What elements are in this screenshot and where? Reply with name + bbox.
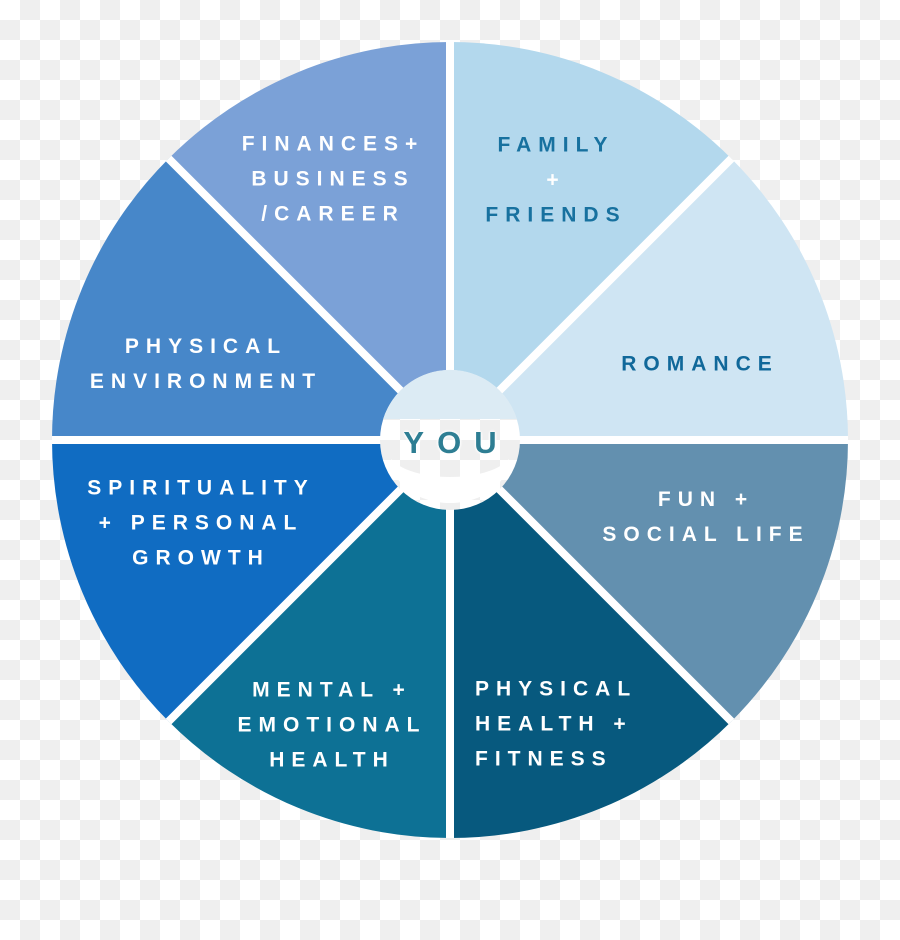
label-line: FINANCES+ (241, 132, 425, 156)
label-line: GROWTH (132, 546, 270, 570)
label-line: HEALTH (269, 748, 395, 772)
sector-label-spirituality-personal-growth: SPIRITUALITY + PERSONAL GROWTH (87, 471, 315, 576)
label-line: PHYSICAL (124, 335, 288, 358)
sector-fun-social-life-wedge (450, 440, 848, 722)
sector-label-finances-business-career: FINANCES+ BUSINESS /CAREER (242, 127, 425, 232)
label-line: FUN + (657, 488, 755, 511)
label-line: FITNESS (475, 747, 613, 771)
label-line: FAMILY (497, 133, 615, 157)
label-line: MENTAL + (252, 678, 412, 702)
label-line: + PERSONAL (98, 511, 304, 535)
sector-label-physical-health-fitness: PHYSICAL HEALTH + FITNESS (475, 672, 637, 777)
label-line: /CAREER (261, 202, 405, 226)
sector-physical-health-fitness-wedge (450, 440, 732, 838)
sector-family-friends-wedge (450, 42, 732, 440)
label-line: ROMANCE (621, 352, 779, 376)
sector-label-physical-environment: PHYSICAL ENVIRONMENT (90, 329, 322, 399)
label-line: PHYSICAL (475, 677, 638, 701)
label-line: HEALTH + (475, 712, 633, 736)
sector-label-romance: ROMANCE (621, 347, 779, 382)
sector-mental-emotional-health-wedge (168, 440, 450, 838)
label-line: ENVIRONMENT (89, 370, 323, 393)
sector-label-family-friends: FAMILY + FRIENDS (485, 128, 626, 233)
center-hub-top-cap (383, 369, 517, 419)
label-line: BUSINESS (251, 167, 415, 191)
sector-spirituality-personal-growth-wedge (52, 440, 450, 722)
sector-finances-business-career-wedge (168, 42, 450, 440)
label-line: SPIRITUALITY (87, 476, 315, 500)
divider-line-diagonal-sw-ne (165, 155, 735, 725)
sector-physical-environment-wedge (52, 158, 450, 440)
label-line: FRIENDS (485, 203, 627, 227)
label-line-plus: + (546, 168, 566, 192)
center-hub-smile-shape (391, 459, 509, 503)
sector-label-mental-emotional-health: MENTAL + EMOTIONAL HEALTH (238, 673, 427, 778)
center-label-you: YOU (403, 425, 510, 460)
sector-label-fun-social-life: FUN + SOCIAL LIFE (602, 482, 809, 552)
label-line: SOCIAL LIFE (602, 523, 810, 546)
label-line: EMOTIONAL (237, 713, 427, 737)
wheel-sectors-group (52, 42, 848, 838)
sector-romance-wedge (450, 158, 848, 440)
